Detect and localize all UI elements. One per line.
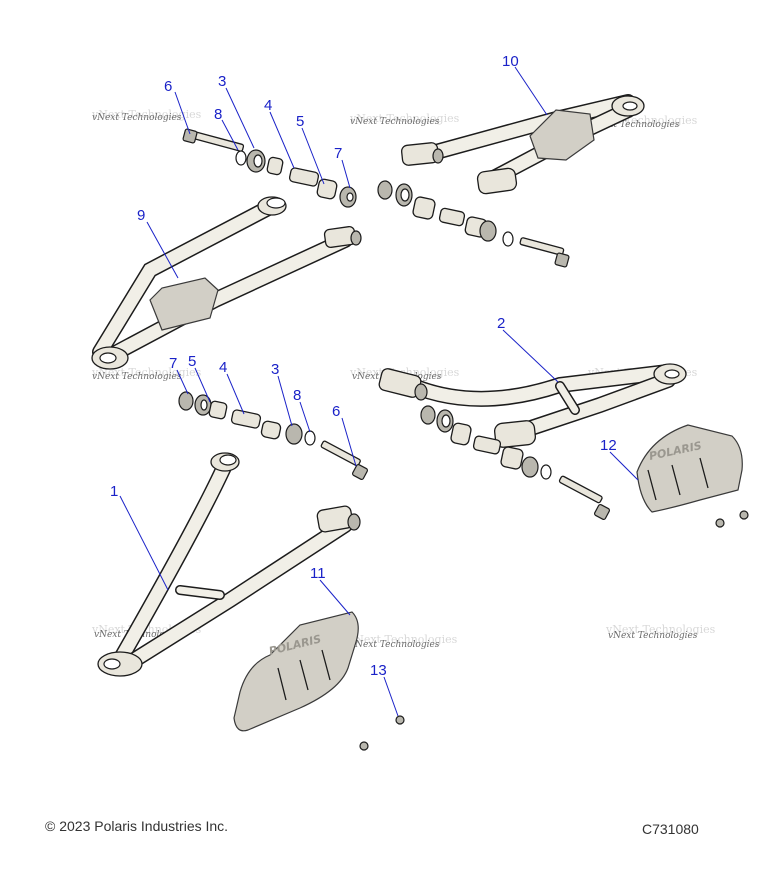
callout-8: 8 xyxy=(293,387,301,404)
callout-4: 4 xyxy=(264,97,272,114)
watermark-ghost: vNext Technologies xyxy=(91,366,202,379)
lower-hardware-right xyxy=(420,405,611,521)
callout-7: 7 xyxy=(169,355,177,372)
callout-3: 3 xyxy=(218,73,226,90)
callout-13: 13 xyxy=(370,662,387,679)
arm-guard-left: POLARIS xyxy=(233,611,359,732)
callout-7: 7 xyxy=(334,145,342,162)
callout-10: 10 xyxy=(502,53,519,70)
callout-5: 5 xyxy=(188,353,196,370)
drawing-code: C731080 xyxy=(642,821,699,837)
lower-hardware-left xyxy=(178,391,369,481)
guard-fasteners xyxy=(359,510,749,751)
callout-5: 5 xyxy=(296,113,304,130)
arm-guard-right: POLARIS xyxy=(636,424,743,513)
callout-12: 12 xyxy=(600,437,617,454)
callout-8: 8 xyxy=(214,106,222,123)
watermark-text: vNext Technologies xyxy=(608,631,698,641)
callout-9: 9 xyxy=(137,207,145,224)
upper-a-arm-left xyxy=(91,196,362,370)
watermark-ghost: vNext Technologies xyxy=(91,108,202,121)
callout-6: 6 xyxy=(164,78,172,95)
upper-a-arm-right xyxy=(400,94,645,195)
lower-a-arm-left xyxy=(97,452,361,677)
watermark-text: vNext Technologies xyxy=(92,372,182,382)
leader-lines xyxy=(119,66,639,717)
callout-2: 2 xyxy=(497,315,505,332)
watermark-ghost: vNext Technologies xyxy=(605,623,716,636)
watermark-text: vNext Technologies xyxy=(92,113,182,123)
callout-11: 11 xyxy=(310,565,326,582)
callout-3: 3 xyxy=(271,361,279,378)
watermark-text: vNext Technologies xyxy=(590,120,680,130)
watermark-ghost: vNext Technologies xyxy=(347,633,458,646)
upper-hardware-right xyxy=(377,180,570,268)
watermark-text: vNext Technologies xyxy=(350,640,440,650)
watermark-ghost: vNext Technologies xyxy=(349,112,460,125)
callout-labels: 6 3 8 4 5 7 10 9 2 7 5 4 3 8 6 1 12 11 1… xyxy=(110,53,617,679)
copyright-text: © 2023 Polaris Industries Inc. xyxy=(45,818,229,834)
callout-1: 1 xyxy=(110,483,118,500)
callout-4: 4 xyxy=(219,359,227,376)
upper-hardware-left xyxy=(182,128,357,208)
lower-a-arm-right xyxy=(378,363,687,448)
callout-6: 6 xyxy=(332,403,340,420)
watermark-text: vNext Technologies xyxy=(350,117,440,127)
